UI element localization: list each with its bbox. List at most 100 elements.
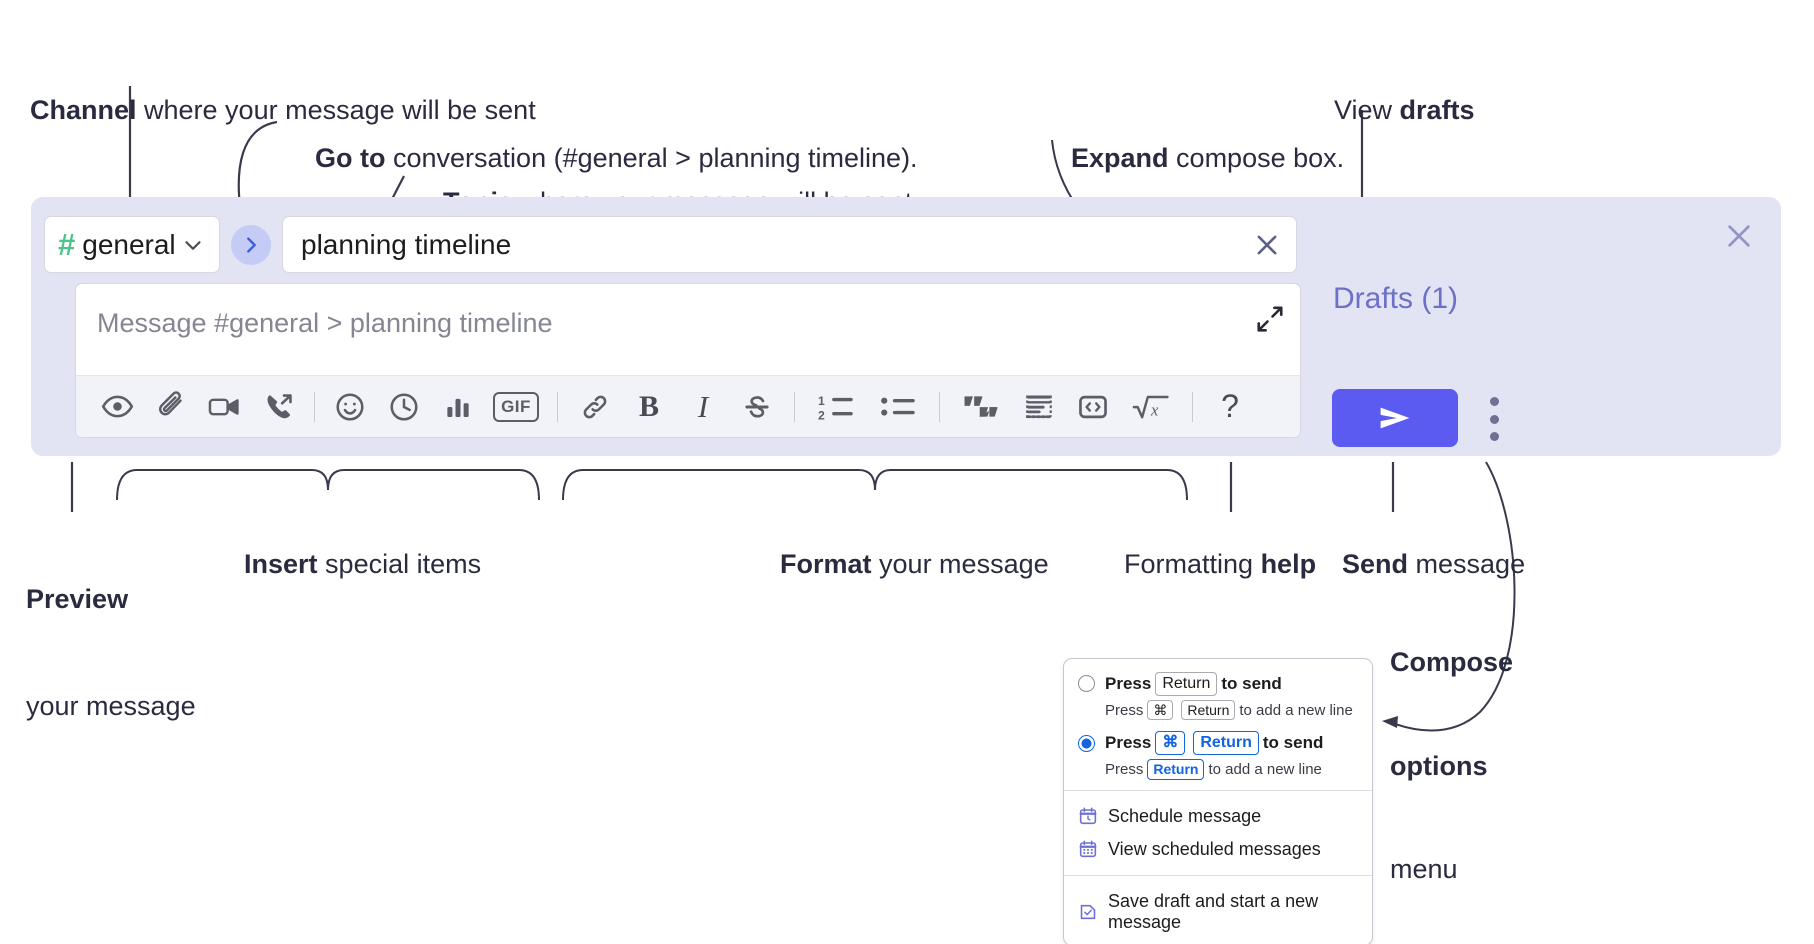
annotation-compose-options: Compose options menu — [1390, 576, 1513, 944]
annotation-expand: Expand compose box. — [1041, 105, 1344, 212]
option-post: to send — [1221, 673, 1282, 693]
sub-post: to add a new line — [1239, 701, 1353, 719]
close-icon[interactable] — [1250, 228, 1284, 262]
send-button[interactable] — [1332, 389, 1458, 447]
goto-conversation-button[interactable] — [231, 224, 271, 265]
key-return: Return — [1155, 672, 1218, 696]
expand-icon[interactable] — [1255, 304, 1285, 334]
link-icon[interactable] — [568, 386, 622, 428]
topic-field[interactable]: planning timeline — [282, 216, 1297, 273]
compose-inner: # general planning timeline — [31, 197, 1317, 456]
annotation-preview: Preview your message — [26, 511, 196, 796]
annotation-channel-bold: Channel — [30, 95, 137, 126]
formatting-toolbar: GIF B I — [76, 375, 1300, 437]
italic-label: I — [697, 388, 709, 424]
sub-post: to add a new line — [1208, 761, 1322, 779]
annotation-help: Formatting help — [1094, 511, 1316, 618]
math-icon[interactable]: x — [1120, 386, 1182, 428]
calendar-clock-icon — [1078, 806, 1098, 826]
annotation-insert-bold: Insert — [244, 548, 318, 579]
svg-text:1: 1 — [818, 394, 825, 408]
preview-icon[interactable] — [90, 386, 144, 428]
chevron-right-icon — [247, 236, 256, 253]
menu-suboption-newline-cmd-return: Press ⌘ Return to add a new line — [1064, 699, 1372, 722]
annotation-goto: Go to conversation (#general > planning … — [285, 105, 918, 212]
compose-options-button[interactable] — [1483, 397, 1505, 441]
close-icon[interactable] — [1723, 220, 1755, 252]
calendar-grid-icon — [1078, 839, 1098, 859]
sub-pre: Press — [1105, 701, 1144, 719]
annotation-goto-bold: Go to — [315, 142, 386, 173]
inline-code-icon[interactable] — [1066, 386, 1120, 428]
menu-item-save-draft[interactable]: Save draft and start a new message — [1064, 885, 1372, 939]
kebab-dot — [1489, 432, 1499, 441]
annotation-compose-options-plain: menu — [1390, 854, 1458, 885]
compose-options-menu: Press Return to send Press ⌘ Return to a… — [1063, 658, 1373, 944]
option-pre: Press — [1105, 733, 1152, 753]
kebab-dot — [1489, 414, 1499, 424]
annotation-expand-bold: Expand — [1071, 142, 1169, 173]
compose-widget: # general planning timeline — [31, 197, 1781, 456]
code-block-icon[interactable] — [1012, 386, 1066, 428]
annotation-send-rest: message — [1408, 548, 1526, 579]
topic-value: planning timeline — [301, 228, 512, 260]
annotation-channel-rest: where your message will be sent — [136, 95, 536, 126]
annotation-expand-rest: compose box. — [1168, 142, 1345, 173]
kebab-dot — [1489, 397, 1499, 406]
option-pre: Press — [1105, 673, 1152, 693]
radio-selected[interactable] — [1078, 734, 1095, 752]
menu-item-view-scheduled-messages[interactable]: View scheduled messages — [1064, 833, 1372, 866]
key-return: Return — [1193, 731, 1259, 756]
annotation-drafts-bold: drafts — [1399, 95, 1475, 126]
key-return: Return — [1181, 699, 1236, 721]
annotation-format-bold: Format — [780, 548, 872, 579]
clock-icon[interactable] — [377, 386, 431, 428]
annotation-help-bold: help — [1260, 548, 1317, 579]
annotation-compose-options-bold1: Compose — [1390, 647, 1514, 678]
annotation-insert: Insert special items — [214, 511, 481, 618]
annotation-help-plain: Formatting — [1124, 548, 1261, 579]
menu-item-label: Save draft and start a new message — [1108, 890, 1319, 932]
annotation-insert-rest: special items — [317, 548, 482, 579]
annotation-preview-line2: your message — [26, 691, 196, 722]
italic-icon[interactable]: I — [676, 386, 730, 428]
message-input-box[interactable]: Message #general > planning timeline — [75, 283, 1301, 438]
video-icon[interactable] — [198, 386, 252, 428]
send-paper-plane-icon — [1380, 407, 1410, 429]
key-command: ⌘ — [1147, 699, 1174, 721]
channel-picker[interactable]: # general — [44, 216, 220, 273]
menu-divider — [1064, 789, 1372, 791]
save-draft-icon — [1078, 902, 1098, 922]
annotation-format-rest: your message — [871, 548, 1049, 579]
menu-suboption-newline-return: Press Return to add a new line — [1064, 758, 1372, 781]
poll-icon[interactable] — [431, 386, 485, 428]
chevron-down-icon — [180, 232, 206, 258]
emoji-icon[interactable] — [323, 386, 377, 428]
compose-header-row: # general planning timeline — [44, 216, 1297, 273]
attachment-icon[interactable] — [144, 386, 198, 428]
blockquote-icon[interactable] — [950, 386, 1012, 428]
svg-text:x: x — [1150, 400, 1159, 419]
divider — [314, 391, 315, 422]
help-label: ? — [1221, 388, 1239, 424]
channel-name: general — [82, 228, 176, 260]
menu-item-schedule-message[interactable]: Schedule message — [1064, 800, 1372, 833]
bulleted-list-icon[interactable] — [867, 386, 929, 428]
annotation-format: Format your message — [750, 511, 1049, 618]
menu-option-cmd-return-to-send[interactable]: Press ⌘ Return to send — [1064, 728, 1372, 758]
strikethrough-icon[interactable] — [730, 386, 784, 428]
bold-icon[interactable]: B — [622, 386, 676, 428]
help-icon[interactable]: ? — [1203, 386, 1257, 428]
hash-icon: # — [58, 227, 76, 262]
radio-unselected[interactable] — [1078, 675, 1095, 693]
gif-icon[interactable]: GIF — [485, 386, 547, 428]
phone-forward-icon[interactable] — [252, 386, 306, 428]
annotation-preview-bold: Preview — [26, 584, 129, 615]
gif-label: GIF — [493, 391, 539, 422]
divider — [557, 391, 558, 422]
drafts-link[interactable]: Drafts (1) — [1333, 282, 1459, 315]
ordered-list-icon[interactable]: 1 2 — [805, 386, 867, 428]
menu-option-return-to-send[interactable]: Press Return to send — [1064, 669, 1372, 699]
divider — [939, 391, 940, 422]
annotation-send-bold: Send — [1342, 548, 1409, 579]
